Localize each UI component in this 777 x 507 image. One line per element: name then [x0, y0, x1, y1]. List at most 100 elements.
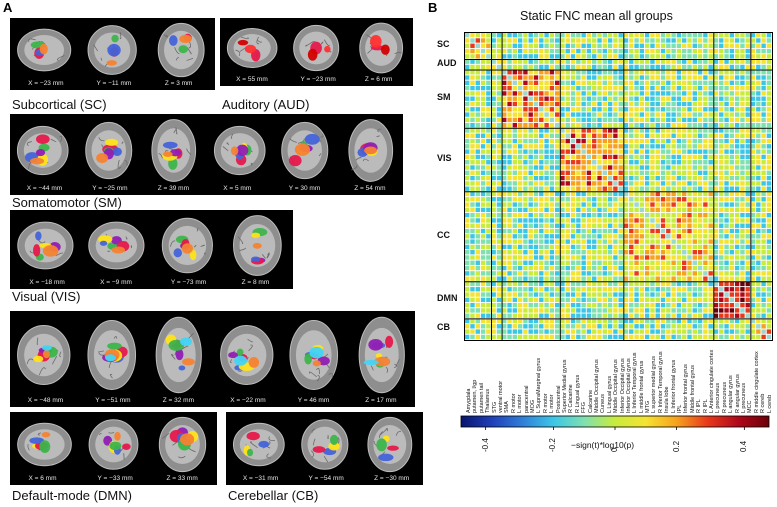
matrix-cell [533, 80, 539, 86]
matrix-cell [539, 85, 544, 91]
matrix-cell [512, 54, 518, 59]
matrix-cell [618, 218, 623, 223]
matrix-cell [713, 117, 719, 123]
matrix-cell [618, 265, 623, 271]
matrix-cell [692, 154, 697, 160]
matrix-cell [650, 276, 655, 281]
activation-blob [180, 337, 193, 347]
matrix-cell [734, 186, 740, 191]
matrix-cell [517, 318, 523, 324]
matrix-cell [570, 38, 576, 43]
matrix-cell [639, 170, 645, 176]
matrix-cell [586, 149, 592, 154]
activation-blob [189, 249, 196, 261]
matrix-cell [613, 329, 618, 334]
matrix-cell [560, 276, 565, 281]
matrix-cell [745, 48, 750, 54]
matrix-cell [629, 170, 634, 176]
matrix-cell [713, 96, 719, 101]
matrix-cell [502, 250, 507, 255]
matrix-cell [713, 239, 719, 244]
matrix-cell [607, 228, 613, 234]
matrix-cell [560, 302, 565, 308]
matrix-cell [539, 96, 544, 101]
matrix-cell [756, 212, 761, 218]
matrix-cell [639, 107, 645, 112]
matrix-cell [586, 197, 592, 202]
matrix-cell [618, 297, 623, 303]
matrix-cell [660, 244, 666, 250]
matrix-cell [697, 144, 703, 149]
matrix-cell [486, 38, 491, 43]
matrix-cell [523, 313, 528, 318]
matrix-cell [560, 48, 565, 54]
matrix-cell [549, 292, 555, 297]
matrix-cell [687, 186, 692, 191]
matrix-cell [597, 271, 602, 276]
matrix-cell [607, 265, 613, 271]
matrix-cell [618, 313, 623, 318]
matrix-cell [607, 329, 613, 334]
matrix-cell [660, 149, 666, 154]
matrix-cell [703, 244, 708, 250]
matrix-cell [533, 154, 539, 160]
matrix-cell [607, 112, 613, 117]
matrix-cell [523, 302, 528, 308]
matrix-cell [708, 302, 713, 308]
matrix-cell [629, 144, 634, 149]
matrix-cell [549, 244, 555, 250]
matrix-cell [480, 313, 486, 318]
matrix-cell [719, 33, 724, 38]
matrix-cell [666, 250, 671, 255]
matrix-cell [523, 234, 528, 239]
matrix-cell [597, 165, 602, 170]
matrix-cell [539, 313, 544, 318]
matrix-cell [565, 117, 570, 123]
matrix-cell [576, 160, 581, 165]
slice-coordinate: Z = 33 mm [166, 475, 198, 482]
matrix-cell [639, 133, 645, 138]
matrix-cell [533, 170, 539, 176]
matrix-cell [639, 313, 645, 318]
matrix-cell [607, 160, 613, 165]
matrix-cell [740, 318, 745, 324]
matrix-cell [586, 234, 592, 239]
matrix-cell [554, 160, 560, 165]
matrix-cell [629, 223, 634, 228]
matrix-cell [581, 107, 586, 112]
matrix-cell [512, 218, 518, 223]
matrix-cell [687, 302, 692, 308]
matrix-cell [713, 308, 719, 313]
matrix-cell [581, 181, 586, 186]
matrix-cell [502, 54, 507, 59]
matrix-cell [470, 149, 475, 154]
matrix-cell [719, 117, 724, 123]
matrix-cell [491, 181, 496, 186]
matrix-cell [586, 302, 592, 308]
matrix-cell [634, 271, 639, 276]
matrix-cell [713, 292, 719, 297]
matrix-cell [607, 244, 613, 250]
matrix-cell [745, 191, 750, 197]
matrix-cell [576, 218, 581, 223]
matrix-cell [549, 101, 555, 107]
matrix-cell [586, 85, 592, 91]
matrix-cell [719, 292, 724, 297]
matrix-cell [671, 223, 676, 228]
matrix-cell [597, 308, 602, 313]
matrix-cell [586, 165, 592, 170]
matrix-cell [644, 170, 650, 176]
matrix-cell [724, 281, 729, 287]
matrix-cell [740, 48, 745, 54]
matrix-cell [539, 186, 544, 191]
matrix-cell [607, 43, 613, 48]
matrix-cell [475, 308, 480, 313]
matrix-cell [655, 122, 660, 128]
matrix-cell [533, 191, 539, 197]
matrix-cell [602, 276, 608, 281]
matrix-cell [697, 276, 703, 281]
matrix-cell [724, 75, 729, 80]
matrix-cell [634, 212, 639, 218]
matrix-cell [750, 313, 756, 318]
matrix-cell [502, 287, 507, 292]
